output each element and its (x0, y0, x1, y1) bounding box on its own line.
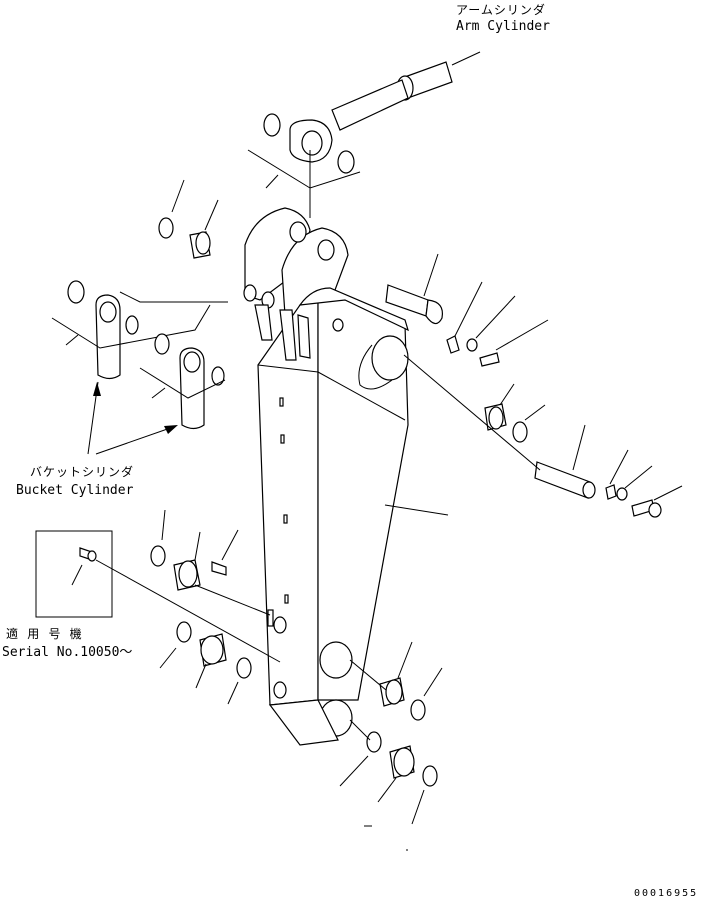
upper-parts (158, 179, 683, 518)
arm-cylinder (247, 51, 481, 218)
bucket-cylinder-upper (51, 280, 228, 380)
serial-label-en: Serial No.10050～ (2, 645, 132, 660)
arm-cylinder-label-jp: アームシリンダ (456, 2, 546, 17)
bucket-cylinder-label-jp: バケットシリンダ (30, 464, 134, 479)
drawing-code: 00016955 (634, 888, 698, 899)
bucket-cylinder-lower (87, 333, 226, 455)
serial-box (35, 530, 281, 663)
serial-label-jp: 適 用 号 機 (6, 626, 83, 641)
lower-right-parts (339, 641, 443, 851)
arm-body (243, 207, 449, 746)
lower-left-parts (150, 509, 271, 705)
bucket-cylinder-label-en: Bucket Cylinder (16, 483, 134, 498)
arm-cylinder-label-en: Arm Cylinder (456, 19, 550, 34)
